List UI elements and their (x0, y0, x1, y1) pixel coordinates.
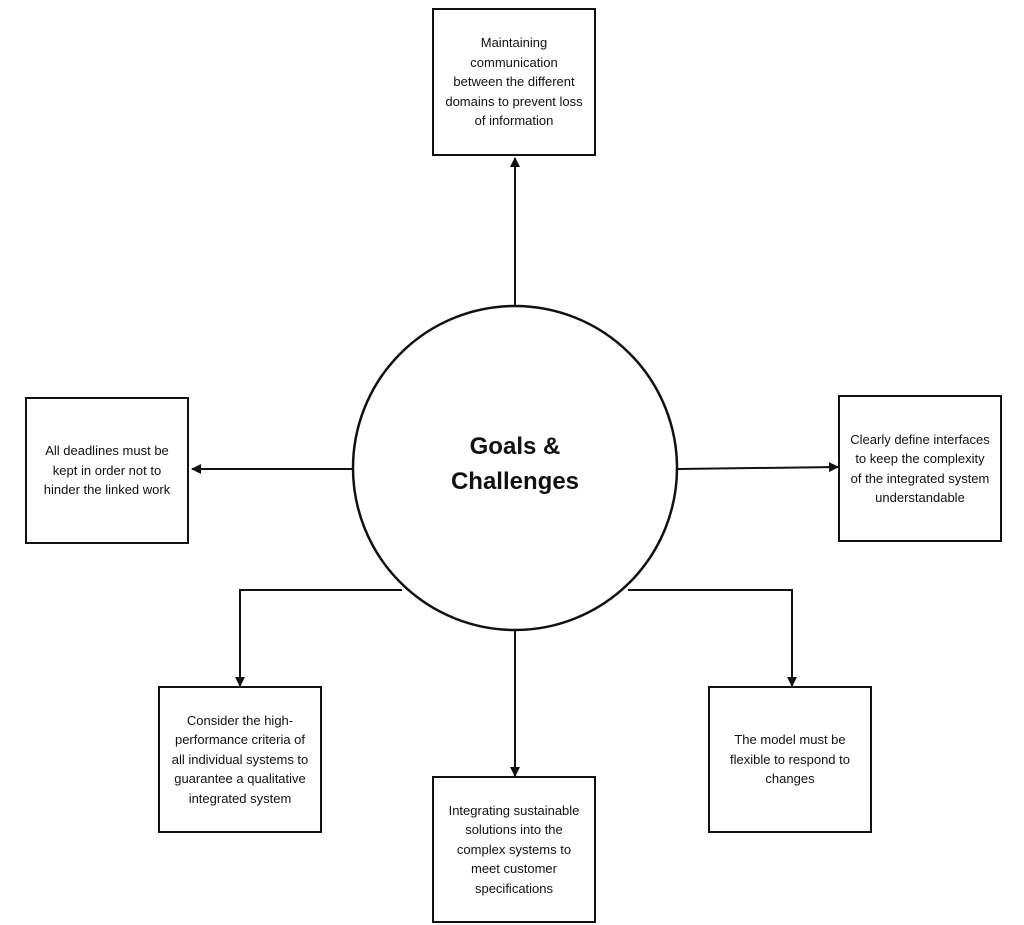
goal-box-left-text: All deadlines must be kept in order not … (43, 443, 171, 498)
goal-box-bottom-left-text: Consider the high-performance criteria o… (171, 712, 309, 806)
goal-box-bottom-left: Consider the high-performance criteria o… (158, 686, 322, 833)
goal-box-bottom-center: Integrating sustainable solutions into t… (432, 776, 596, 923)
goal-box-top: Maintaining communication between the di… (432, 8, 596, 156)
goal-box-right: Clearly define interfaces to keep the co… (838, 395, 1002, 542)
goal-box-bottom-right-text: The model must be flexible to respond to… (730, 732, 850, 787)
center-title-line-2: Challenges (450, 467, 580, 495)
goal-box-bottom-center-text: Integrating sustainable solutions into t… (448, 802, 580, 896)
arrow-to-bottom-left-box (235, 589, 402, 687)
arrow-to-bottom-right-box (628, 589, 797, 687)
goal-box-right-text: Clearly define interfaces to keep the co… (850, 431, 990, 506)
goal-box-top-text: Maintaining communication between the di… (445, 35, 583, 129)
center-title: Goals & Challenges (400, 430, 630, 500)
goal-box-bottom-right: The model must be flexible to respond to… (708, 686, 872, 833)
center-title-line-1: Goals & (469, 433, 561, 460)
arrow-to-right-box (676, 462, 839, 473)
goal-box-left: All deadlines must be kept in order not … (25, 397, 189, 544)
